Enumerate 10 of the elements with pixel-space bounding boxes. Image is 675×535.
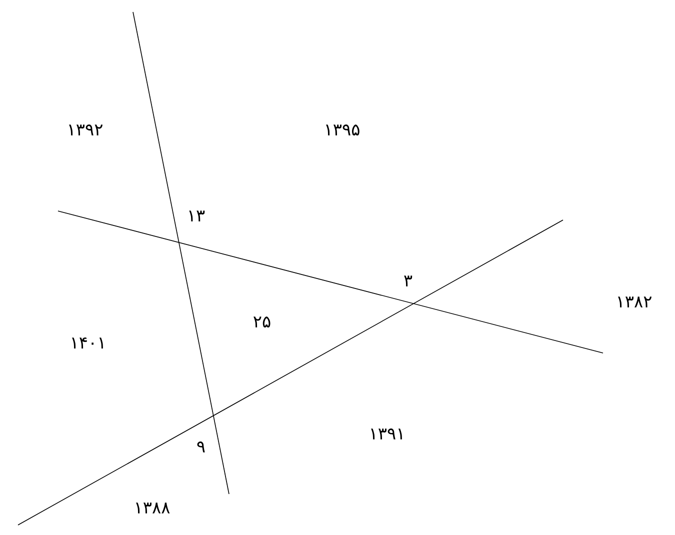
region-label: ۱۴۰۱ <box>72 338 103 348</box>
region-label: ۱۳۹۲ <box>69 124 102 136</box>
region-label: ۲۵ <box>254 316 270 328</box>
region-label: ۱۳۹۵ <box>326 124 360 136</box>
region-label: ۱۳۸۲ <box>618 296 652 308</box>
region-label: ۱۳۸۸ <box>136 502 170 514</box>
region-label: ۱۳۹۱ <box>371 428 402 440</box>
region-label: ۹ <box>197 442 205 452</box>
region-label: ۳ <box>404 276 412 286</box>
region-label: ۱۳ <box>189 210 205 222</box>
